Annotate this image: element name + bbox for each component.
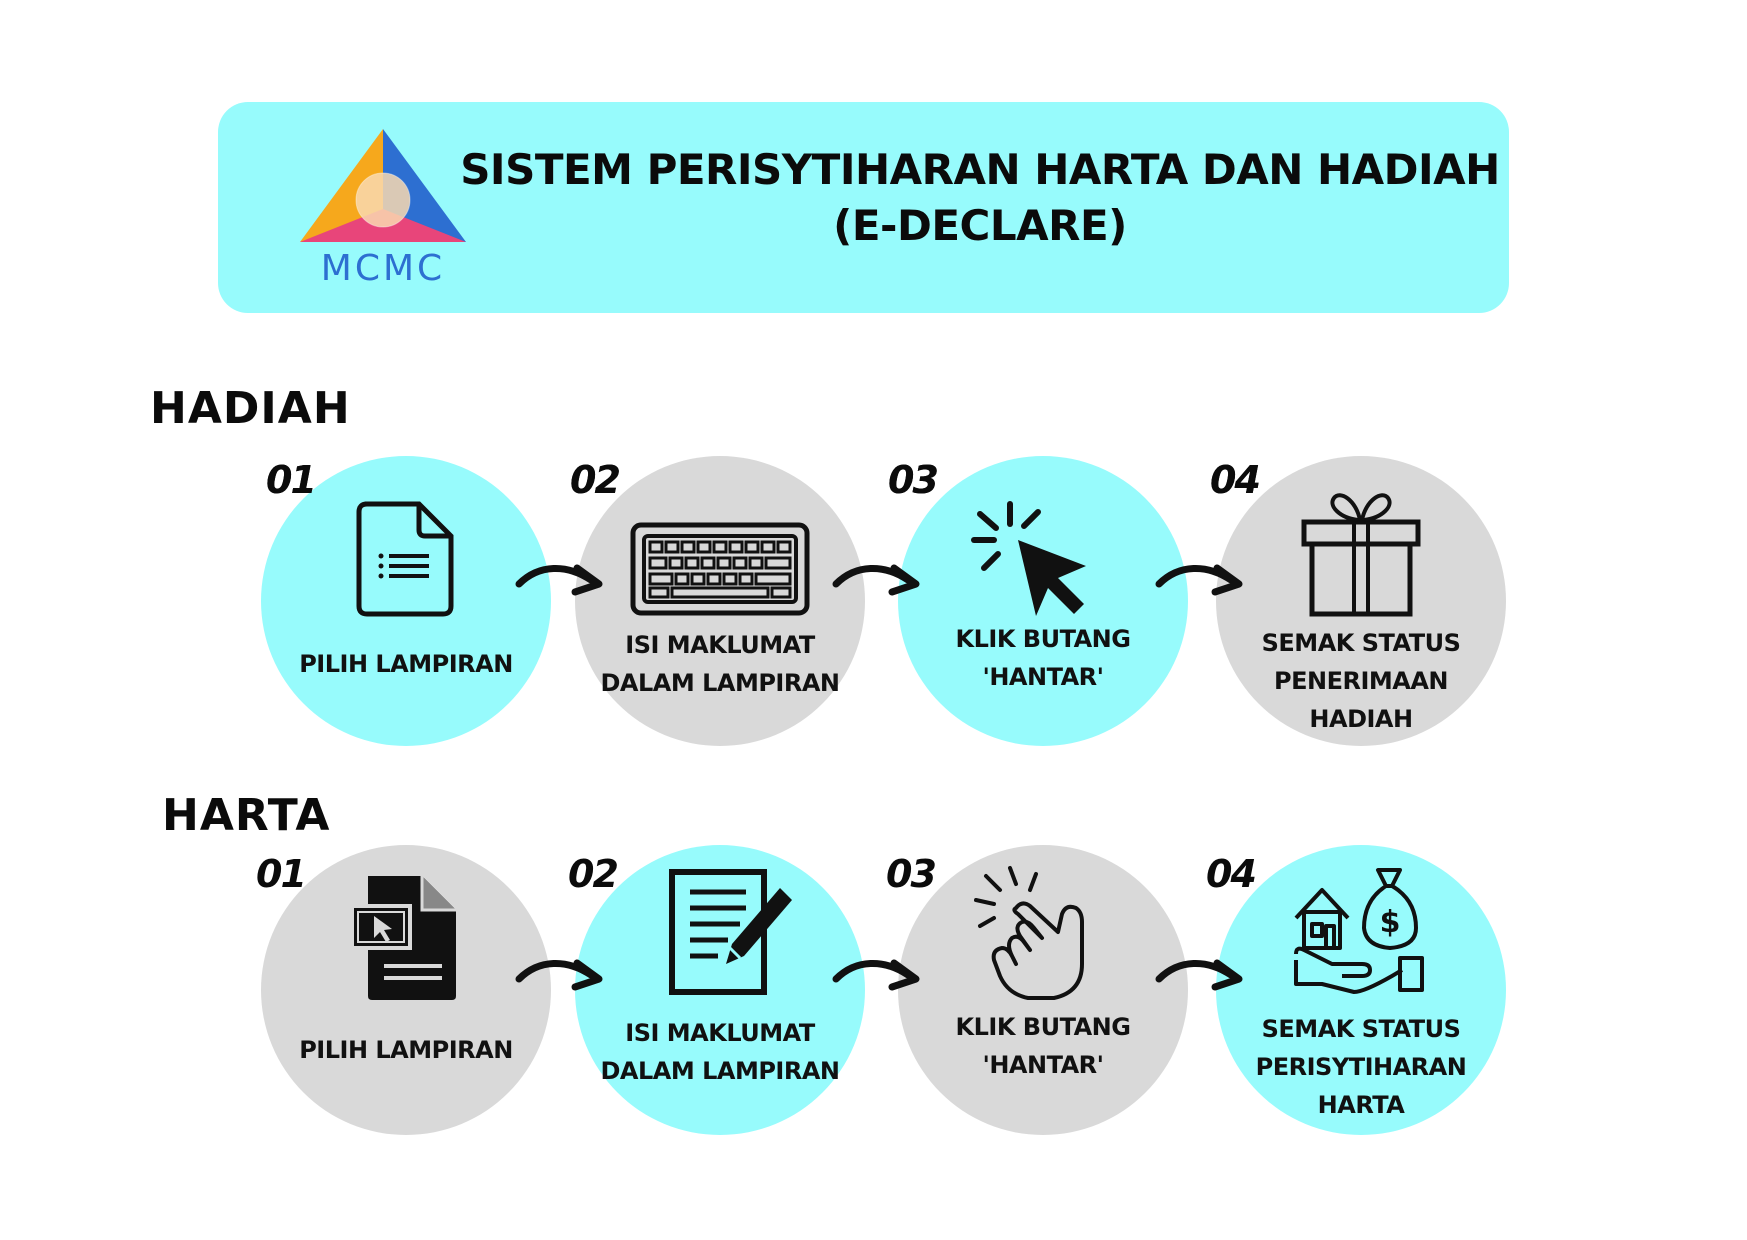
document-icon [356, 501, 454, 617]
step-circle [898, 456, 1188, 746]
arrow-right-icon [1155, 959, 1243, 991]
arrow-right-icon [515, 564, 603, 596]
svg-text:$: $ [1380, 905, 1401, 940]
step-label: ISI MAKLUMAT DALAM LAMPIRAN [575, 626, 865, 702]
title-line-2: (E-DECLARE) [833, 201, 1127, 250]
step-label-line: HADIAH [1309, 705, 1413, 733]
step-number: 02 [570, 458, 621, 502]
step-label-line: PENERIMAAN [1274, 667, 1449, 695]
step-label-line: PILIH LAMPIRAN [299, 1036, 513, 1064]
step-number: 01 [256, 852, 307, 896]
mcmc-logo: MCMC [300, 129, 466, 285]
page-title: SISTEM PERISYTIHARAN HARTA DAN HADIAH (E… [455, 142, 1505, 254]
step-label-line: KLIK BUTANG [955, 625, 1131, 653]
logo-wordmark: MCMC [321, 248, 445, 285]
arrow-right-icon [515, 959, 603, 991]
step-label: KLIK BUTANG 'HANTAR' [898, 1008, 1188, 1084]
step-number: 03 [886, 852, 937, 896]
step-label-line: PERISYTIHARAN [1255, 1053, 1467, 1081]
hand-tap-icon [974, 866, 1084, 1000]
cursor-click-icon [971, 501, 1086, 616]
gift-icon [1301, 493, 1421, 617]
step-label: SEMAK STATUS PERISYTIHARAN HARTA [1216, 1010, 1506, 1124]
step-label-line: PILIH LAMPIRAN [299, 650, 513, 678]
step-label-line: DALAM LAMPIRAN [600, 1057, 840, 1085]
title-line-1: SISTEM PERISYTIHARAN HARTA DAN HADIAH [460, 145, 1500, 194]
arrow-right-icon [832, 564, 920, 596]
step-label: ISI MAKLUMAT DALAM LAMPIRAN [575, 1014, 865, 1090]
step-label-line: SEMAK STATUS [1261, 629, 1461, 657]
step-number: 01 [266, 458, 317, 502]
step-label-line: SEMAK STATUS [1261, 1015, 1461, 1043]
section-label-hadiah: HADIAH [150, 383, 351, 434]
step-label-line: DALAM LAMPIRAN [600, 669, 840, 697]
step-label-line: HARTA [1317, 1091, 1405, 1119]
step-label-line: ISI MAKLUMAT [625, 631, 815, 659]
assets-hand-icon: $ [1294, 868, 1424, 994]
arrow-right-icon [1155, 564, 1243, 596]
step-label-line: 'HANTAR' [982, 1051, 1104, 1079]
step-label: KLIK BUTANG 'HANTAR' [898, 620, 1188, 696]
step-number: 02 [570, 458, 621, 502]
step-label-line: ISI MAKLUMAT [625, 1019, 815, 1047]
arrow-right-icon [832, 959, 920, 991]
step-number: 02 [568, 852, 619, 896]
section-label-harta: HARTA [162, 790, 331, 841]
file-select-icon [350, 876, 456, 1000]
step-label: PILIH LAMPIRAN [261, 645, 551, 683]
step-label-line: KLIK BUTANG [955, 1013, 1131, 1041]
step-circle [1216, 456, 1506, 746]
step-label-line: 'HANTAR' [982, 663, 1104, 691]
step-label: SEMAK STATUS PENERIMAAN HADIAH [1216, 624, 1506, 738]
edit-document-icon [669, 869, 792, 995]
step-number: 03 [888, 458, 939, 502]
step-circle [898, 845, 1188, 1135]
step-number: 04 [1206, 852, 1257, 896]
step-number: 03 [888, 458, 939, 502]
step-number: 04 [1210, 458, 1261, 502]
step-number: 04 [1210, 458, 1261, 502]
step-label: PILIH LAMPIRAN [261, 1031, 551, 1069]
keyboard-icon [630, 522, 810, 616]
